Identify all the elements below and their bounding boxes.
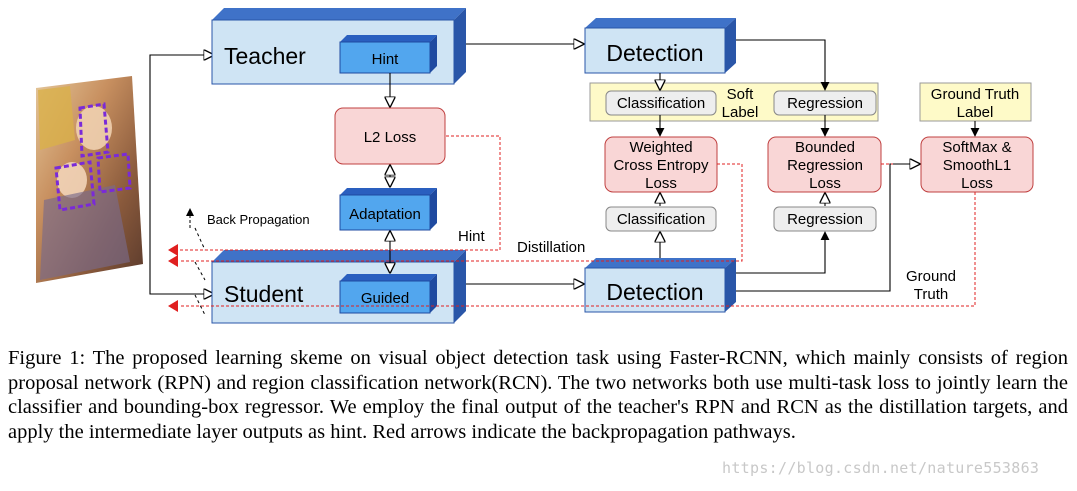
framework-diagram: Teacher Hint Student Guided L2 Loss Adap… (36, 8, 1034, 324)
weighted-ce-line3: Loss (645, 175, 677, 192)
soft-label-line2: Label (722, 104, 759, 121)
teacher-regression-label: Regression (787, 95, 863, 112)
teacher-classification-label: Classification (617, 95, 705, 112)
figure-label: Figure 1: (8, 347, 86, 369)
photo-thumbnail (36, 76, 143, 283)
watermark: https://blog.csdn.net/nature553863 (722, 459, 1040, 477)
guided-label: Guided (361, 290, 409, 307)
bounded-regression-line2: Regression (787, 157, 863, 174)
weighted-ce-line2: Cross Entropy (613, 157, 709, 174)
weighted-ce-line1: Weighted (629, 139, 692, 156)
back-propagation-label: Back Propagation (207, 212, 310, 227)
ground-truth-path-line1: Ground (906, 268, 956, 285)
teacher-label: Teacher (224, 43, 306, 69)
bounded-regression-line3: Loss (809, 175, 841, 192)
hint-label: Hint (372, 51, 400, 68)
bounded-regression-line1: Bounded (795, 139, 855, 156)
softmax-line3: Loss (961, 175, 993, 192)
hint-box (339, 35, 437, 74)
adaptation-box (339, 188, 437, 231)
distillation-label: Distillation (517, 239, 585, 256)
red-arrowhead-icon (168, 244, 178, 312)
l2-loss-label: L2 Loss (364, 129, 417, 146)
teacher-detection-label: Detection (606, 40, 703, 66)
l2-loss-box (334, 107, 446, 165)
ground-truth-label-line1: Ground Truth (931, 86, 1019, 103)
caption-text: The proposed learning skeme on visual ob… (8, 347, 1068, 443)
student-classification-label: Classification (617, 211, 705, 228)
soft-label-line1: Soft (727, 86, 755, 103)
adaptation-label: Adaptation (349, 206, 421, 223)
student-label: Student (224, 281, 304, 307)
ground-truth-label-box (919, 82, 1032, 122)
softmax-smoothl1-loss-box (920, 136, 1034, 193)
softmax-line2: SmoothL1 (943, 157, 1011, 174)
backprop-ticks (194, 227, 206, 316)
teacher-detection-block (584, 18, 736, 74)
student-regression-pill (773, 206, 877, 232)
guided-box (339, 274, 437, 314)
backprop-paths (180, 135, 976, 307)
teacher-classification-pill (605, 90, 717, 116)
ground-truth-label-line2: Label (957, 104, 994, 121)
student-detection-label: Detection (606, 279, 703, 305)
student-regression-label: Regression (787, 211, 863, 228)
student-classification-pill (605, 206, 717, 232)
ground-truth-path-line2: Truth (914, 286, 948, 303)
up-arrow-icon (186, 208, 194, 228)
softmax-line1: SoftMax & (942, 139, 1011, 156)
figure-caption: Figure 1: The proposed learning skeme on… (8, 346, 1068, 444)
hint-path-label: Hint (458, 228, 486, 245)
